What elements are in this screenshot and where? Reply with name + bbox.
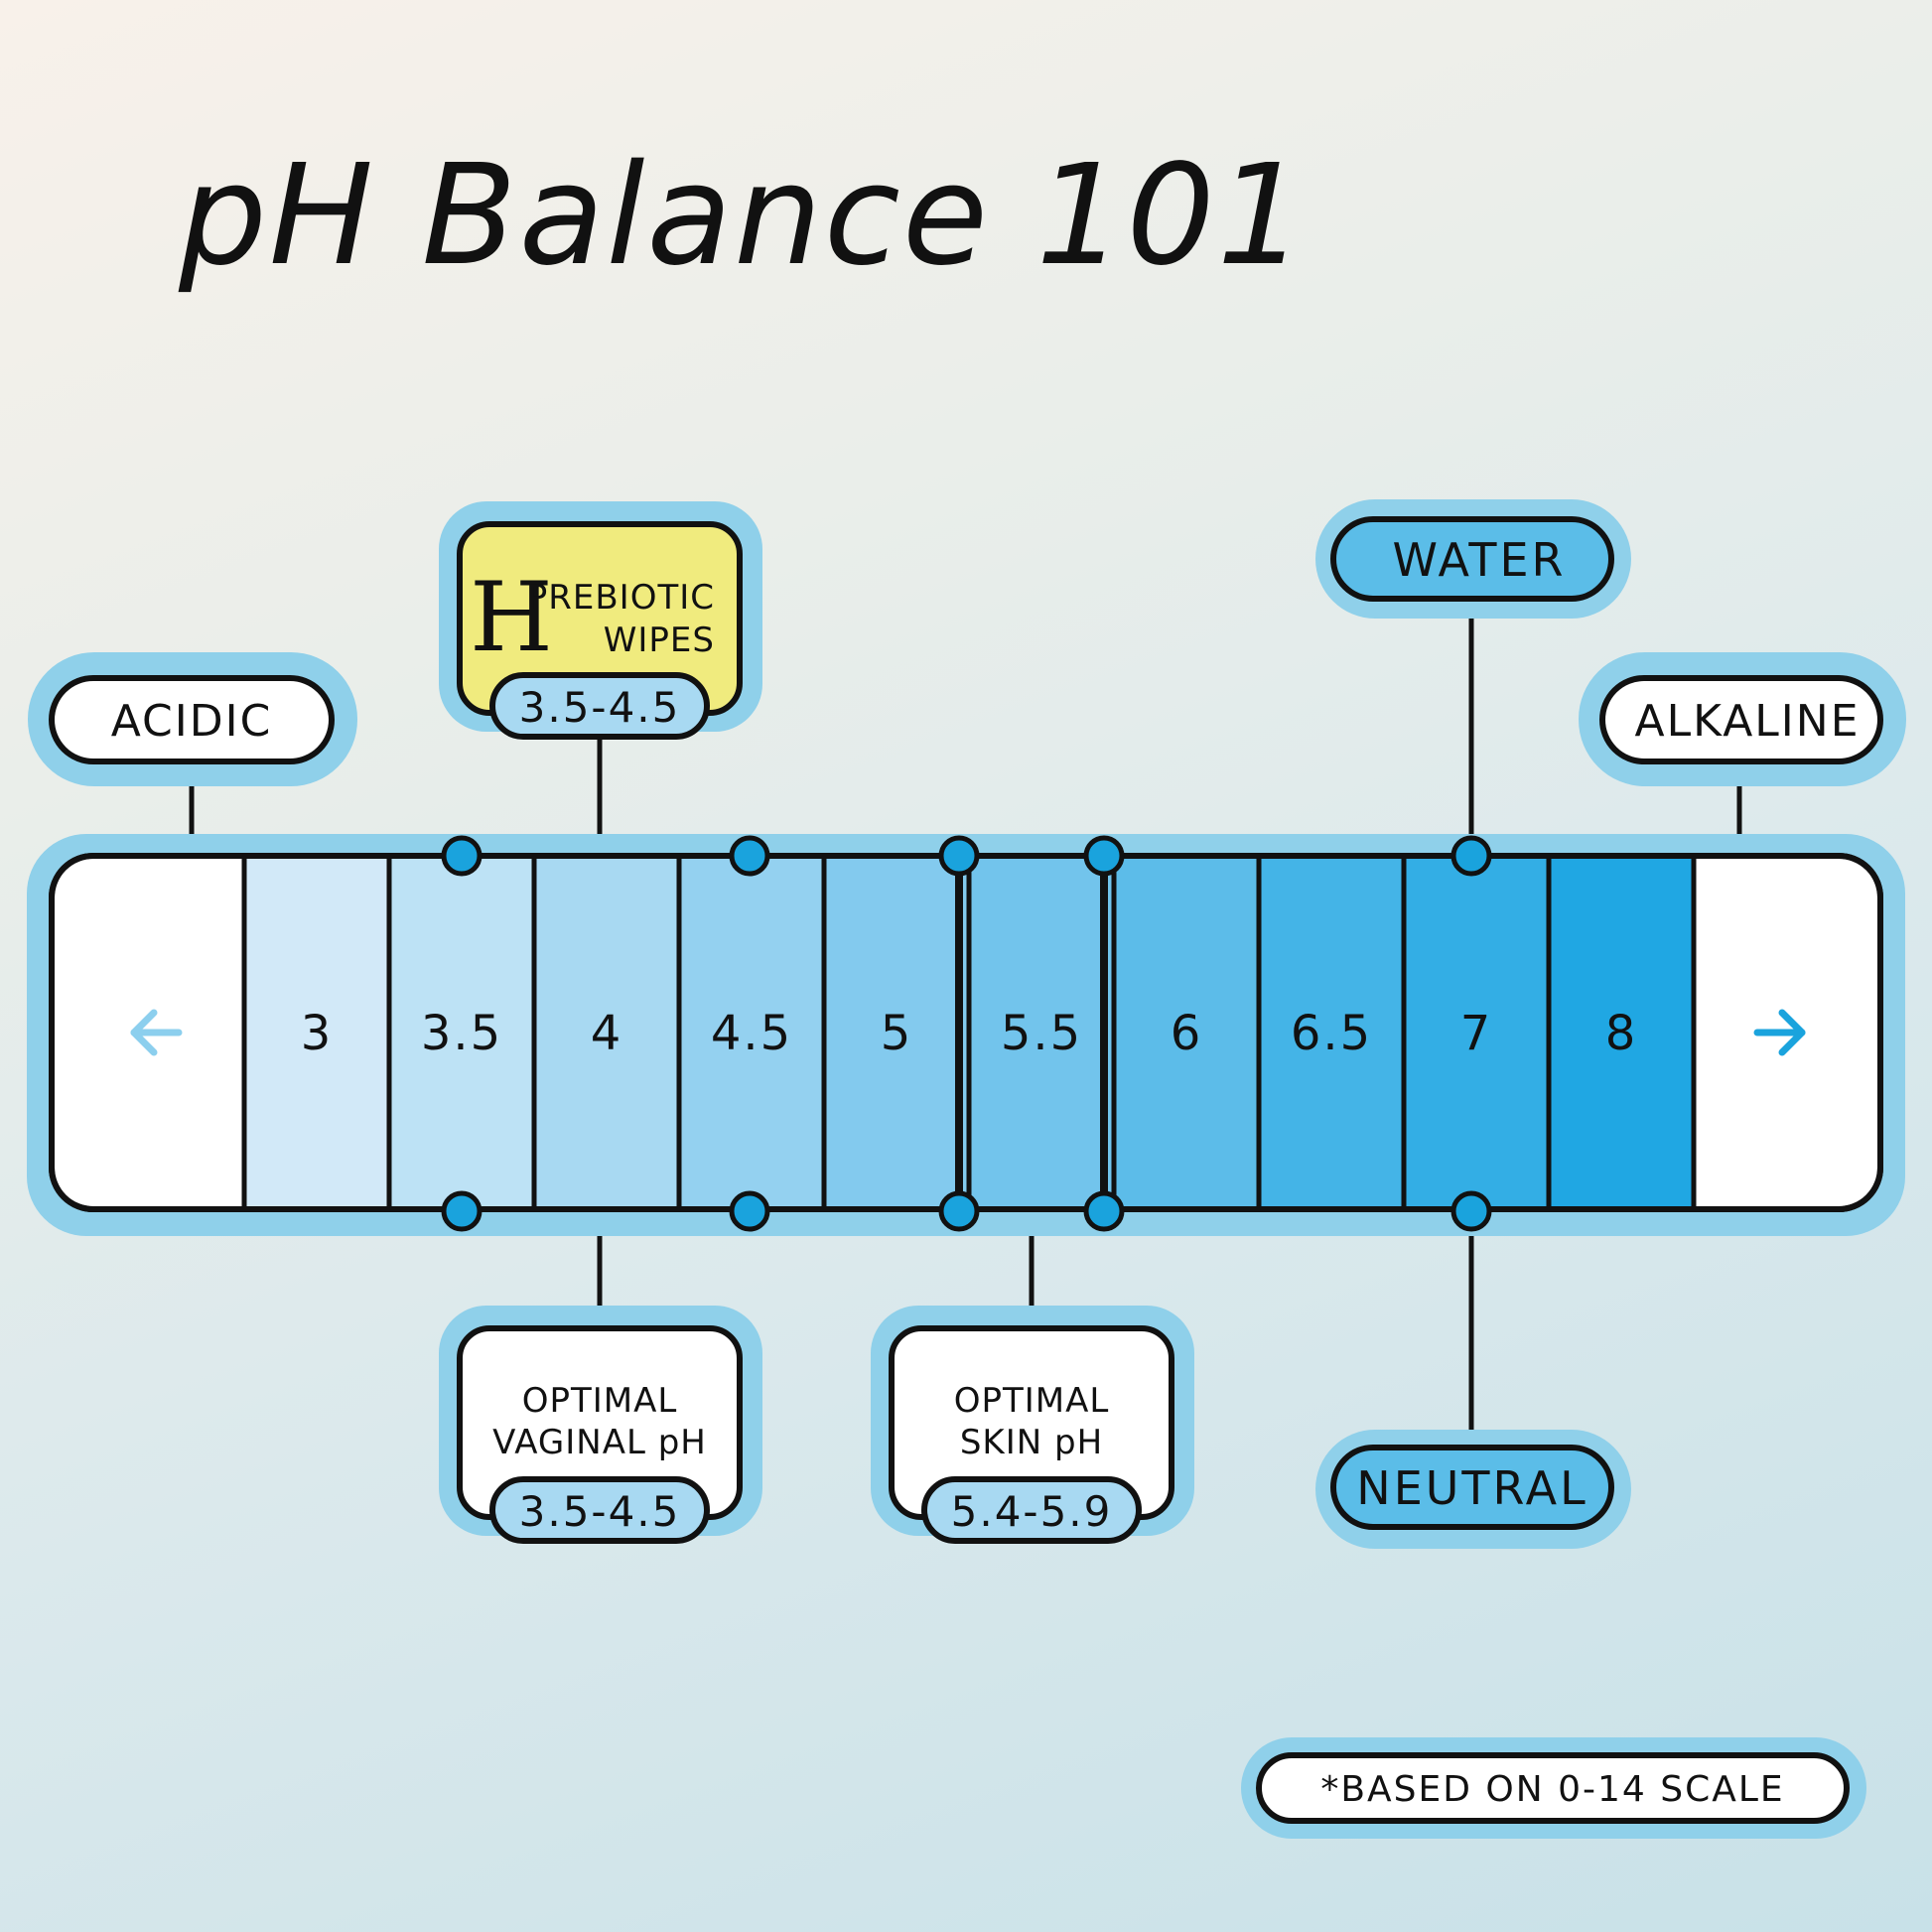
svg-text:ACIDIC: ACIDIC	[111, 696, 273, 747]
scale-cell	[1111, 853, 1262, 1212]
scale-cell-labels: 3 3.5 4 4.5 5 5.5 6 6.5 7 8	[301, 1006, 1638, 1061]
prebiotic-line1: PREBIOTIC	[527, 578, 715, 618]
svg-text:WATER: WATER	[1393, 533, 1567, 587]
scale-cell	[1256, 853, 1407, 1212]
alkaline-label: ALKALINE	[1599, 675, 1883, 764]
scale-cell-label: 8	[1605, 1006, 1638, 1061]
dot	[729, 1190, 770, 1232]
svg-text:VAGINAL pH: VAGINAL pH	[492, 1423, 707, 1462]
arrow-right-icon	[1753, 1009, 1806, 1056]
page-title: pH Balance 101	[178, 135, 1308, 297]
dot	[1450, 835, 1492, 877]
scale-cell	[676, 853, 827, 1212]
neutral-label: NEUTRAL	[1330, 1445, 1614, 1530]
footnote-label: *BASED ON 0-14 SCALE	[1256, 1752, 1850, 1824]
acidic-label: ACIDIC	[49, 675, 335, 764]
ph-scale-bar: 3 3.5 4 4.5 5 5.5 6 6.5 7 8	[49, 835, 1883, 1232]
scale-cell-label: 4	[591, 1006, 623, 1061]
svg-text:*BASED ON 0-14 SCALE: *BASED ON 0-14 SCALE	[1320, 1769, 1784, 1810]
prebiotic-wipes-card: H PREBIOTIC WIPES 3.5-4.5	[457, 521, 743, 740]
prebiotic-line2: WIPES	[604, 621, 715, 660]
scale-cell-label: 3.5	[421, 1006, 502, 1061]
vaginal-range: 3.5-4.5	[519, 1487, 681, 1536]
optimal-skin-ph-card: OPTIMAL SKIN pH 5.4-5.9	[889, 1325, 1174, 1544]
scale-cell-label: 6	[1171, 1006, 1203, 1061]
optimal-vaginal-ph-card: OPTIMAL VAGINAL pH 3.5-4.5	[457, 1325, 743, 1544]
dot	[441, 835, 483, 877]
dot	[1083, 1190, 1125, 1232]
scale-cell-label: 6.5	[1291, 1006, 1372, 1061]
dot	[938, 1190, 980, 1232]
arrow-left-icon	[130, 1009, 183, 1056]
range-dots	[441, 835, 1492, 1232]
scale-cell-label: 3	[301, 1006, 334, 1061]
skin-range: 5.4-5.9	[951, 1487, 1113, 1536]
dot	[938, 835, 980, 877]
scale-cell-label: 7	[1460, 1006, 1493, 1061]
scale-cell-label: 5.5	[1001, 1006, 1082, 1061]
svg-text:SKIN pH: SKIN pH	[960, 1423, 1103, 1462]
dot	[729, 835, 770, 877]
dot	[1083, 835, 1125, 877]
scale-cell-label: 4.5	[711, 1006, 792, 1061]
scale-cells	[241, 853, 1697, 1212]
prebiotic-range: 3.5-4.5	[519, 683, 681, 732]
dot	[1450, 1190, 1492, 1232]
svg-text:ALKALINE: ALKALINE	[1635, 696, 1861, 747]
svg-text:NEUTRAL: NEUTRAL	[1356, 1461, 1587, 1515]
svg-text:OPTIMAL: OPTIMAL	[954, 1381, 1110, 1421]
svg-text:OPTIMAL: OPTIMAL	[522, 1381, 678, 1421]
brand-logo: H	[470, 562, 553, 673]
water-label: WATER	[1330, 516, 1614, 602]
scale-cell-label: 5	[881, 1006, 913, 1061]
dot	[441, 1190, 483, 1232]
